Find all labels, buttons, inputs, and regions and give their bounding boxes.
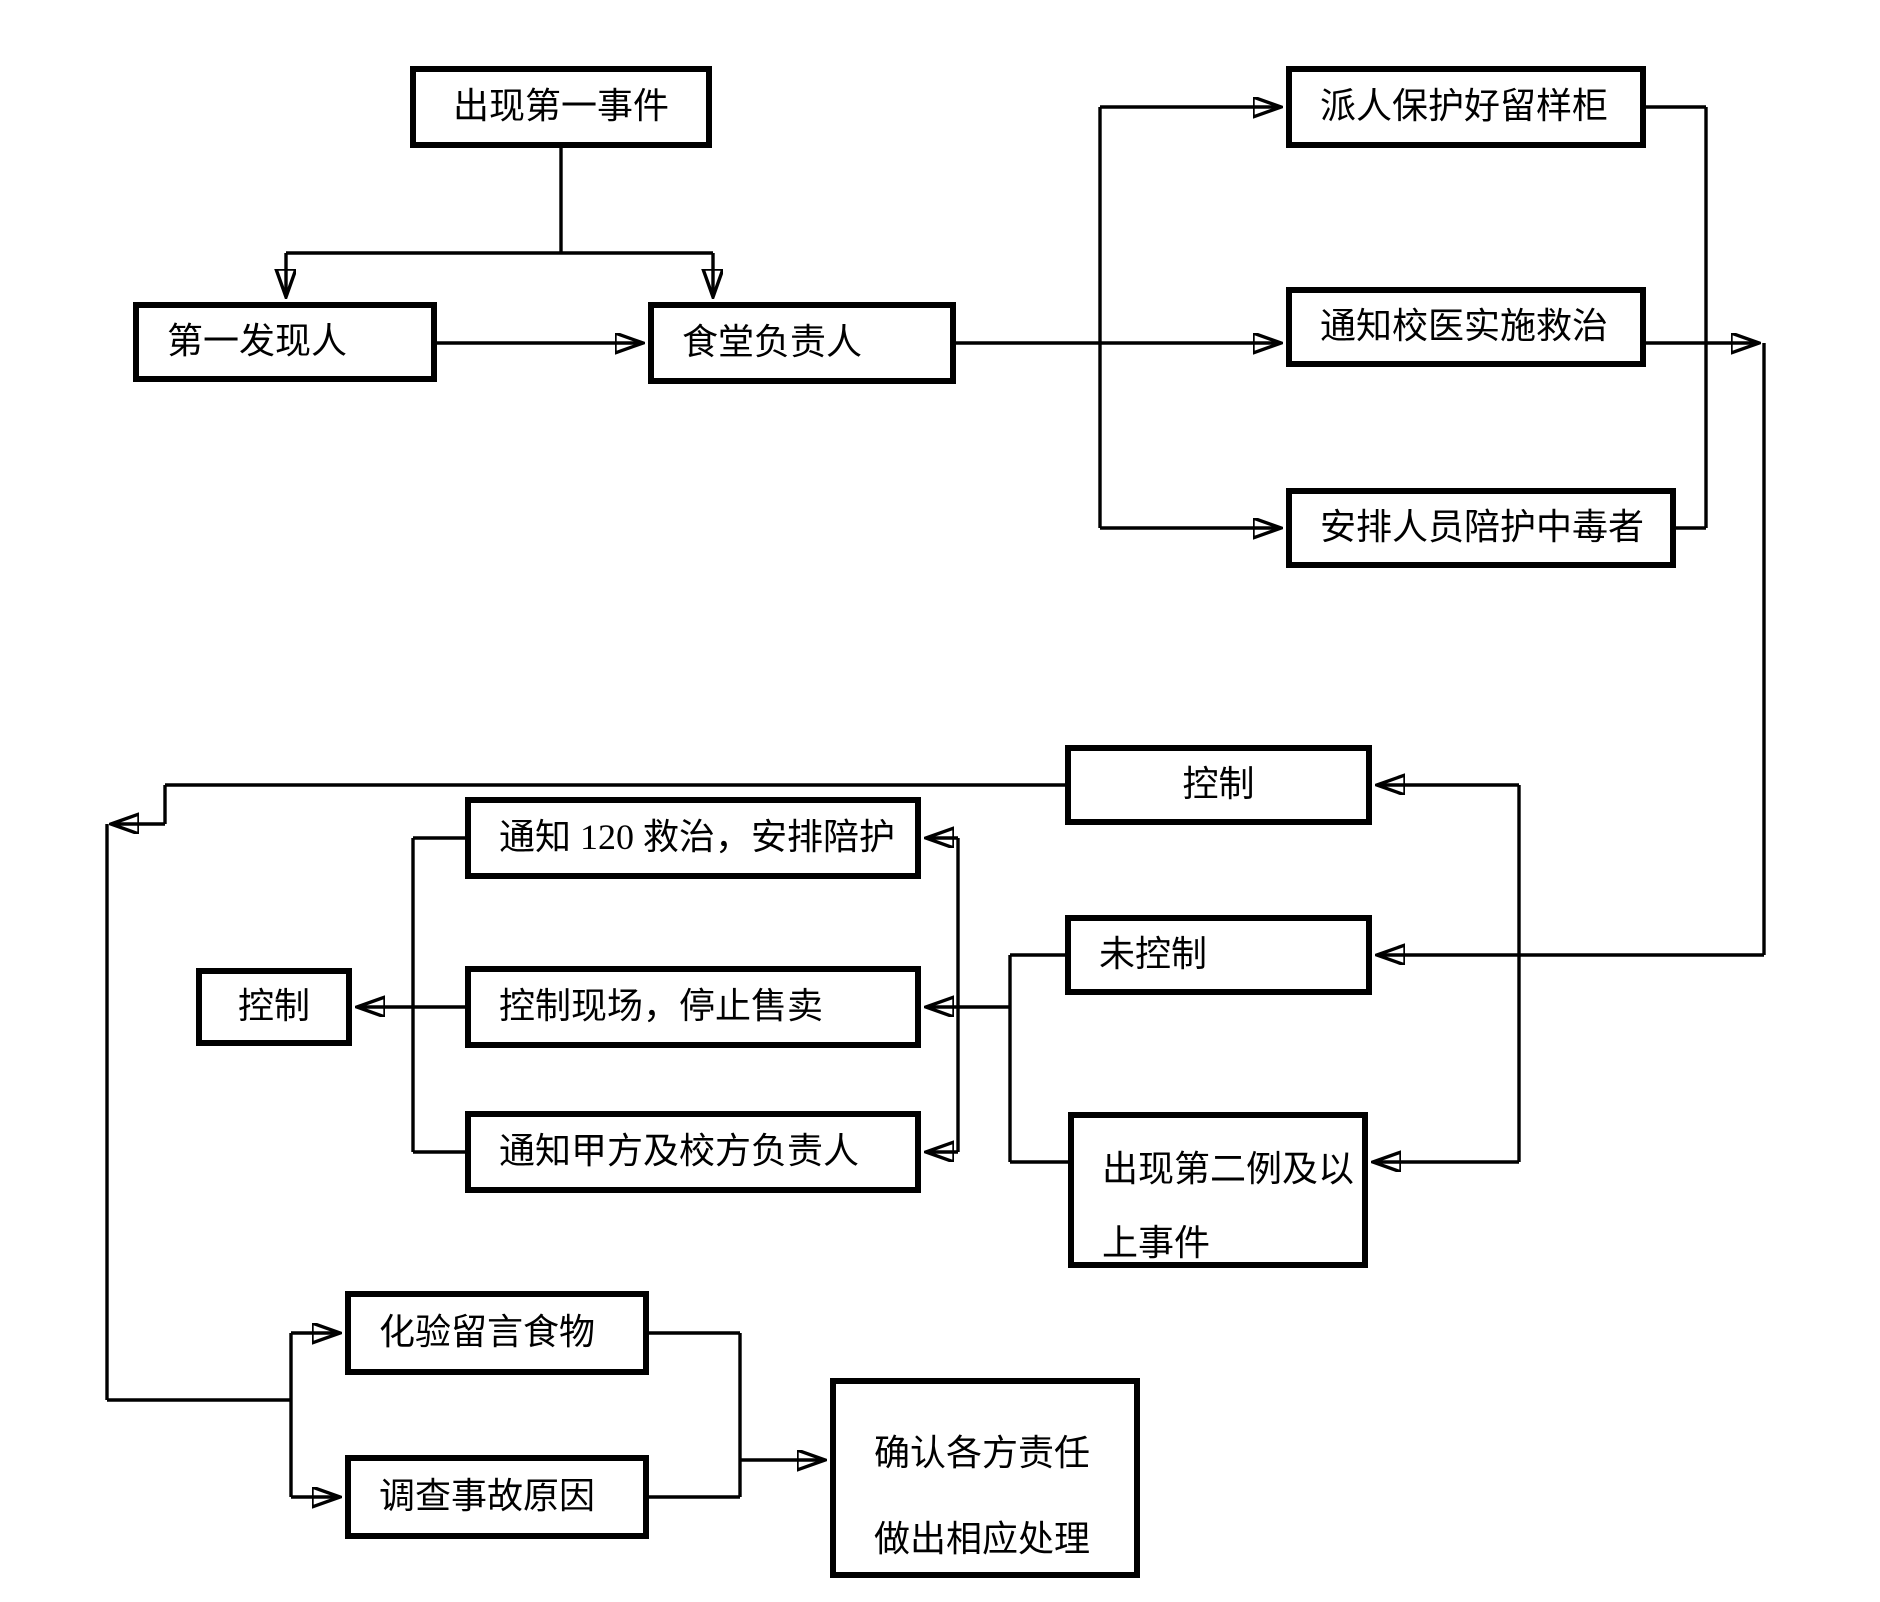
node-test-retained-food: 化验留言食物 bbox=[345, 1291, 649, 1375]
node-first-discoverer: 第一发现人 bbox=[133, 302, 437, 382]
node-investigate-cause-label: 调查事故原因 bbox=[379, 1476, 596, 1517]
node-first-event-label: 出现第一事件 bbox=[452, 86, 669, 127]
node-controlled-right: 控制 bbox=[1065, 745, 1372, 825]
node-second-case-line2: 上事件 bbox=[1102, 1223, 1211, 1263]
node-notify-school-doctor: 通知校医实施救治 bbox=[1286, 287, 1646, 367]
node-canteen-manager: 食堂负责人 bbox=[648, 302, 956, 384]
node-protect-sample-cabinet-label: 派人保护好留样柜 bbox=[1320, 86, 1609, 127]
node-confirm-responsibility-line2: 做出相应处理 bbox=[874, 1519, 1091, 1559]
node-confirm-responsibility-line1: 确认各方责任 bbox=[874, 1433, 1091, 1473]
node-canteen-manager-label: 食堂负责人 bbox=[682, 322, 863, 363]
node-investigate-cause: 调查事故原因 bbox=[345, 1455, 649, 1539]
node-control-scene-label: 控制现场，停止售卖 bbox=[499, 986, 824, 1027]
node-notify-school-doctor-label: 通知校医实施救治 bbox=[1320, 306, 1609, 347]
node-not-controlled: 未控制 bbox=[1065, 915, 1372, 995]
node-notify-120: 通知 120 救治，安排陪护 bbox=[465, 797, 921, 879]
node-notify-partners: 通知甲方及校方负责人 bbox=[465, 1111, 921, 1193]
node-second-case: 出现第二例及以 上事件 bbox=[1068, 1112, 1368, 1268]
node-controlled-right-label: 控制 bbox=[1182, 764, 1255, 805]
node-first-event: 出现第一事件 bbox=[410, 66, 712, 148]
node-controlled-left-label: 控制 bbox=[237, 986, 310, 1027]
node-not-controlled-label: 未控制 bbox=[1099, 934, 1208, 975]
node-assign-escort-label: 安排人员陪护中毒者 bbox=[1320, 507, 1645, 548]
node-test-retained-food-label: 化验留言食物 bbox=[379, 1312, 596, 1353]
node-controlled-left: 控制 bbox=[196, 968, 352, 1046]
node-confirm-responsibility: 确认各方责任 做出相应处理 bbox=[830, 1378, 1140, 1578]
node-notify-partners-label: 通知甲方及校方负责人 bbox=[499, 1131, 860, 1172]
node-protect-sample-cabinet: 派人保护好留样柜 bbox=[1286, 66, 1646, 148]
node-control-scene: 控制现场，停止售卖 bbox=[465, 966, 921, 1048]
node-second-case-line1: 出现第二例及以 bbox=[1102, 1149, 1355, 1189]
node-first-discoverer-label: 第一发现人 bbox=[167, 321, 348, 362]
node-notify-120-label: 通知 120 救治，安排陪护 bbox=[499, 817, 896, 858]
node-assign-escort: 安排人员陪护中毒者 bbox=[1286, 488, 1676, 568]
